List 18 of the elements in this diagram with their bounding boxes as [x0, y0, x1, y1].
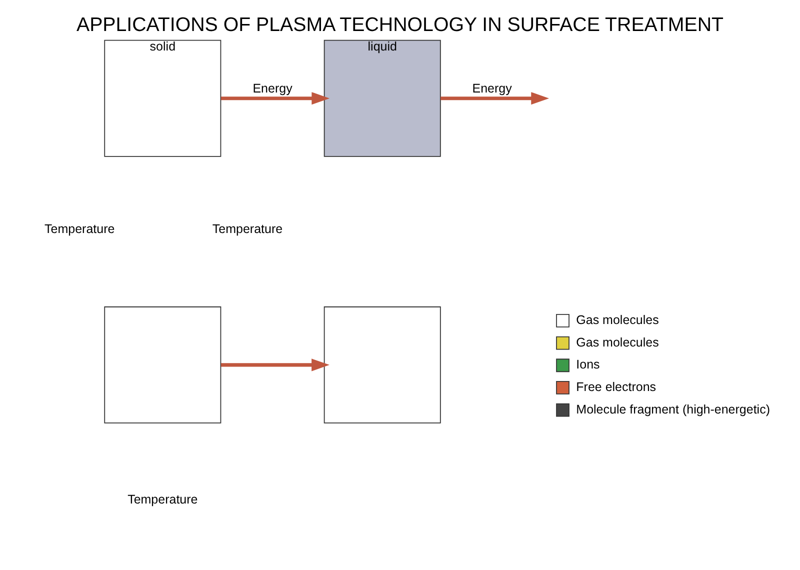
label: Temperature: [212, 222, 283, 236]
label: Temperature: [44, 222, 115, 236]
node-box: solid: [104, 40, 222, 157]
edge-label: Energy: [252, 81, 292, 96]
node-box: [104, 306, 222, 424]
arrow: [221, 358, 330, 372]
arrow: [440, 92, 550, 105]
node-box: [324, 306, 441, 424]
legend-label: Gas molecules: [576, 313, 659, 328]
edge-label: Energy: [472, 81, 512, 96]
label: Temperature: [128, 492, 198, 507]
legend-label: Free electrons: [576, 380, 656, 394]
arrow: [220, 92, 330, 105]
legend-label: Molecule fragment (high-energetic): [576, 402, 770, 416]
node-box: liquid: [324, 40, 441, 157]
legend-label: Ions: [576, 358, 600, 372]
legend-label: Gas molecules: [576, 335, 659, 350]
diagram-title: APPLICATIONS OF PLASMA TECHNOLOGY IN SURFACE TREATMENT: [76, 14, 724, 36]
